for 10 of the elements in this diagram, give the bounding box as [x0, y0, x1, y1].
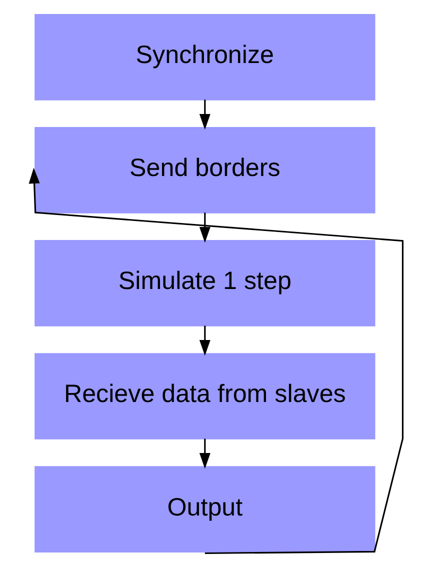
arrow: [28, 168, 404, 554]
arrow: [199, 212, 210, 243]
arrow: [199, 326, 210, 356]
node-box: Output: [34, 466, 376, 552]
node-box: Recieve data from slaves: [34, 353, 376, 440]
node-box: Simulate 1 step: [34, 240, 376, 326]
node-box: Send borders: [34, 127, 376, 214]
node-box: Synchronize: [34, 14, 376, 100]
arrow: [199, 438, 210, 469]
arrow: [199, 100, 210, 130]
